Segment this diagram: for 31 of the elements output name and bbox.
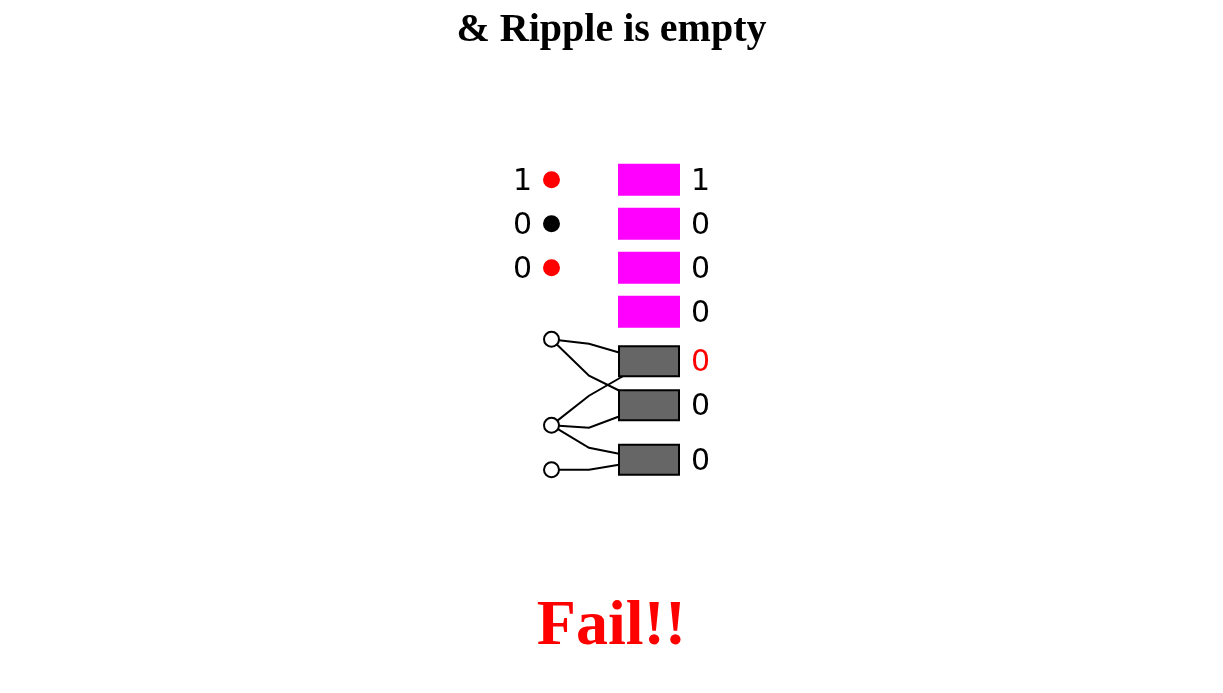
- connector: [556, 428, 620, 455]
- node-circle: [543, 330, 560, 348]
- node-circle: [543, 259, 560, 277]
- node-box: [618, 345, 680, 378]
- bit-value: 0: [691, 208, 711, 239]
- node-box: [618, 295, 680, 328]
- node-box: [618, 389, 680, 422]
- bit-value: 0: [691, 346, 711, 377]
- node-box: [618, 443, 680, 476]
- caption: Fail!!: [535, 591, 688, 655]
- bit-value: 0: [513, 208, 533, 239]
- connector: [558, 463, 620, 471]
- bit-value: 0: [691, 444, 711, 475]
- node-box: [618, 251, 680, 284]
- bit-value: 1: [513, 164, 533, 195]
- bit-value: 0: [691, 252, 711, 283]
- node-circle: [543, 171, 560, 189]
- node-box: [618, 163, 680, 196]
- node-box: [618, 207, 680, 240]
- node-circle: [543, 215, 560, 233]
- node-circle: [543, 416, 560, 434]
- title: & Ripple is empty: [455, 4, 768, 51]
- connector: [558, 415, 620, 429]
- node-circle: [543, 461, 560, 479]
- connector: [555, 343, 620, 392]
- connector: [557, 339, 620, 354]
- bit-value: 0: [691, 296, 711, 327]
- bit-value: 1: [691, 164, 711, 195]
- bit-value: 0: [691, 390, 711, 421]
- bit-value: 0: [513, 252, 533, 283]
- connector: [556, 375, 624, 422]
